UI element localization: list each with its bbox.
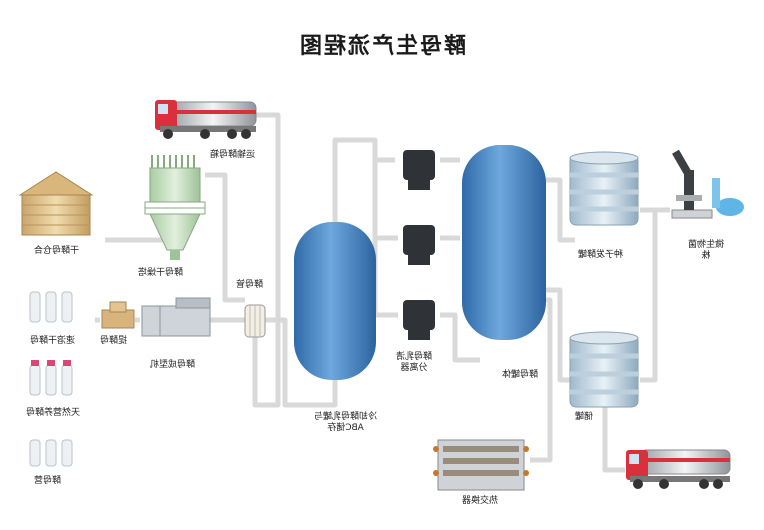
label-storage-small: 储罐: [575, 412, 594, 422]
label-dry-yeast-bottles: 速溶干酵母: [30, 336, 76, 346]
bottle-icons-row2: [29, 360, 73, 396]
seed-tank-icon: [569, 151, 639, 226]
pipe-sep-5: [440, 312, 480, 363]
label-yeast-extract: 提酵母: [100, 336, 128, 346]
label-storage-tank: 冷却酵母乳罐与 ABC储存: [314, 412, 378, 433]
label-microscope: 微生物菌 株: [688, 240, 725, 261]
label-seed-tank: 种子发酵罐: [578, 250, 624, 260]
fermenter-icon: [462, 145, 546, 340]
storage-small-tank-icon: [569, 331, 639, 408]
label-separator: 酵母乳清 分离器: [396, 352, 433, 373]
pipe-tower-to-tube: [205, 172, 245, 303]
pipe-fermenter-seed: [545, 177, 575, 243]
label-packer: 酵母成型机: [150, 360, 196, 370]
storage-tank-icon: [294, 222, 376, 380]
truck-bottom-icon: [626, 449, 731, 489]
label-fermenter: 酵母罐体: [502, 370, 539, 380]
pipe-fermenter-hex: [530, 297, 553, 463]
heat-exchanger-icon: [433, 439, 529, 491]
dryer-tower-icon: [144, 155, 206, 260]
bottle-icons-row1: [29, 291, 73, 323]
label-heat-exchanger: 热交换器: [462, 496, 499, 506]
label-yeast-cream-tube: 酵母管: [236, 280, 264, 290]
pipe-truck-top: [252, 112, 281, 408]
label-yeast-bottles: 酵母营: [34, 476, 62, 486]
pipes: [95, 112, 670, 473]
microscope-icon: [671, 149, 744, 219]
label-nutrition-bottles: 天然营养酵母: [26, 408, 81, 418]
truck-top-icon: [155, 100, 257, 139]
filter-tube-icon: [244, 304, 266, 338]
pipe-sep-3: [372, 238, 398, 318]
label-dry-warehouse: 干酵母仓合: [34, 246, 80, 256]
label-truck-top: 运输酵母箱: [210, 150, 256, 160]
bottle-icons-row3: [29, 439, 73, 467]
silo-icon: [18, 171, 94, 236]
pipe-micro-down: [640, 210, 658, 383]
separator-icons: [403, 150, 435, 340]
forming-machine-icon: [141, 297, 211, 337]
pipe-storage-truck: [602, 405, 625, 473]
label-dryer-tower: 酵母干燥塔: [138, 268, 184, 278]
pipe-sep-2: [372, 160, 398, 241]
pipe-fermenter-storage: [545, 287, 575, 383]
packer-icon: [101, 301, 135, 329]
